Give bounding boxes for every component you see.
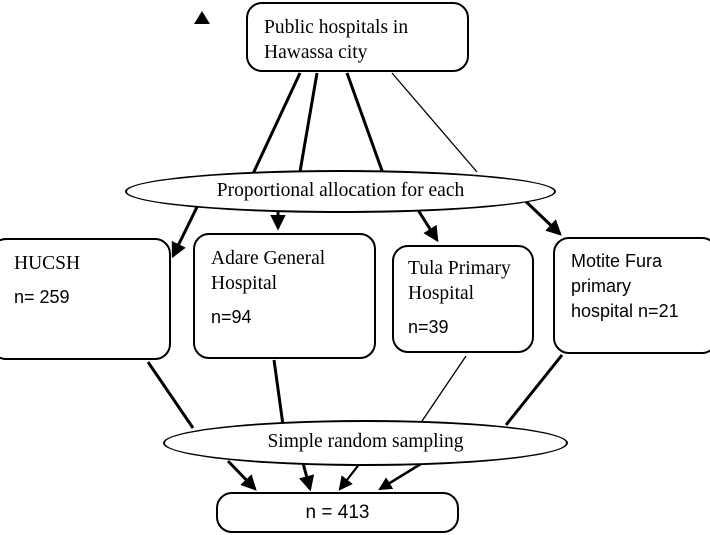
node-total-sample[interactable]: n = 413: [216, 492, 459, 533]
edge-allocation-to-tula: [416, 209, 439, 243]
node-proportional-allocation[interactable]: Proportional allocation for each: [125, 170, 556, 213]
node-public-hospitals[interactable]: Public hospitals in Hawassa city: [246, 2, 469, 72]
edge-motite-to-sampling: [504, 354, 564, 426]
edge-sampling-to-result-1: [226, 459, 257, 491]
node-simple-random-sampling-label: Simple random sampling: [267, 431, 464, 452]
node-hucsh-name: HUCSH: [14, 253, 81, 274]
node-motite-fura-primary-hospital-name: Motite Fura primary hospital n=21: [571, 251, 679, 321]
edge-group-hospitals-to-sampling: [146, 354, 564, 429]
node-hucsh-count: n= 259: [14, 287, 70, 307]
edge-adare-to-sampling: [272, 359, 285, 426]
node-adare-general-hospital[interactable]: Adare General Hospital n=94: [193, 233, 376, 359]
edge-tula-to-sampling: [419, 355, 467, 425]
up-triangle-marker: [194, 11, 210, 24]
edge-source-to-allocation-4: [391, 72, 478, 173]
node-total-sample-label: n = 413: [305, 502, 370, 523]
node-public-hospitals-label: Public hospitals in Hawassa city: [264, 17, 409, 63]
node-motite-fura-primary-hospital[interactable]: Motite Fura primary hospital n=21: [553, 237, 710, 354]
edge-sampling-to-result-2: [299, 462, 315, 492]
node-tula-primary-hospital-name: Tula Primary Hospital: [408, 258, 511, 304]
node-hucsh[interactable]: HUCSH n= 259: [0, 238, 171, 360]
node-adare-general-hospital-count: n=94: [211, 307, 252, 327]
node-tula-primary-hospital[interactable]: Tula Primary Hospital n=39: [392, 245, 534, 353]
node-tula-primary-hospital-count: n=39: [408, 317, 449, 337]
edge-sampling-to-result-4: [378, 460, 425, 491]
node-proportional-allocation-label: Proportional allocation for each: [216, 179, 465, 201]
node-simple-random-sampling[interactable]: Simple random sampling: [163, 420, 568, 466]
edge-hucsh-to-sampling: [146, 361, 195, 429]
node-adare-general-hospital-name: Adare General Hospital: [211, 248, 326, 294]
